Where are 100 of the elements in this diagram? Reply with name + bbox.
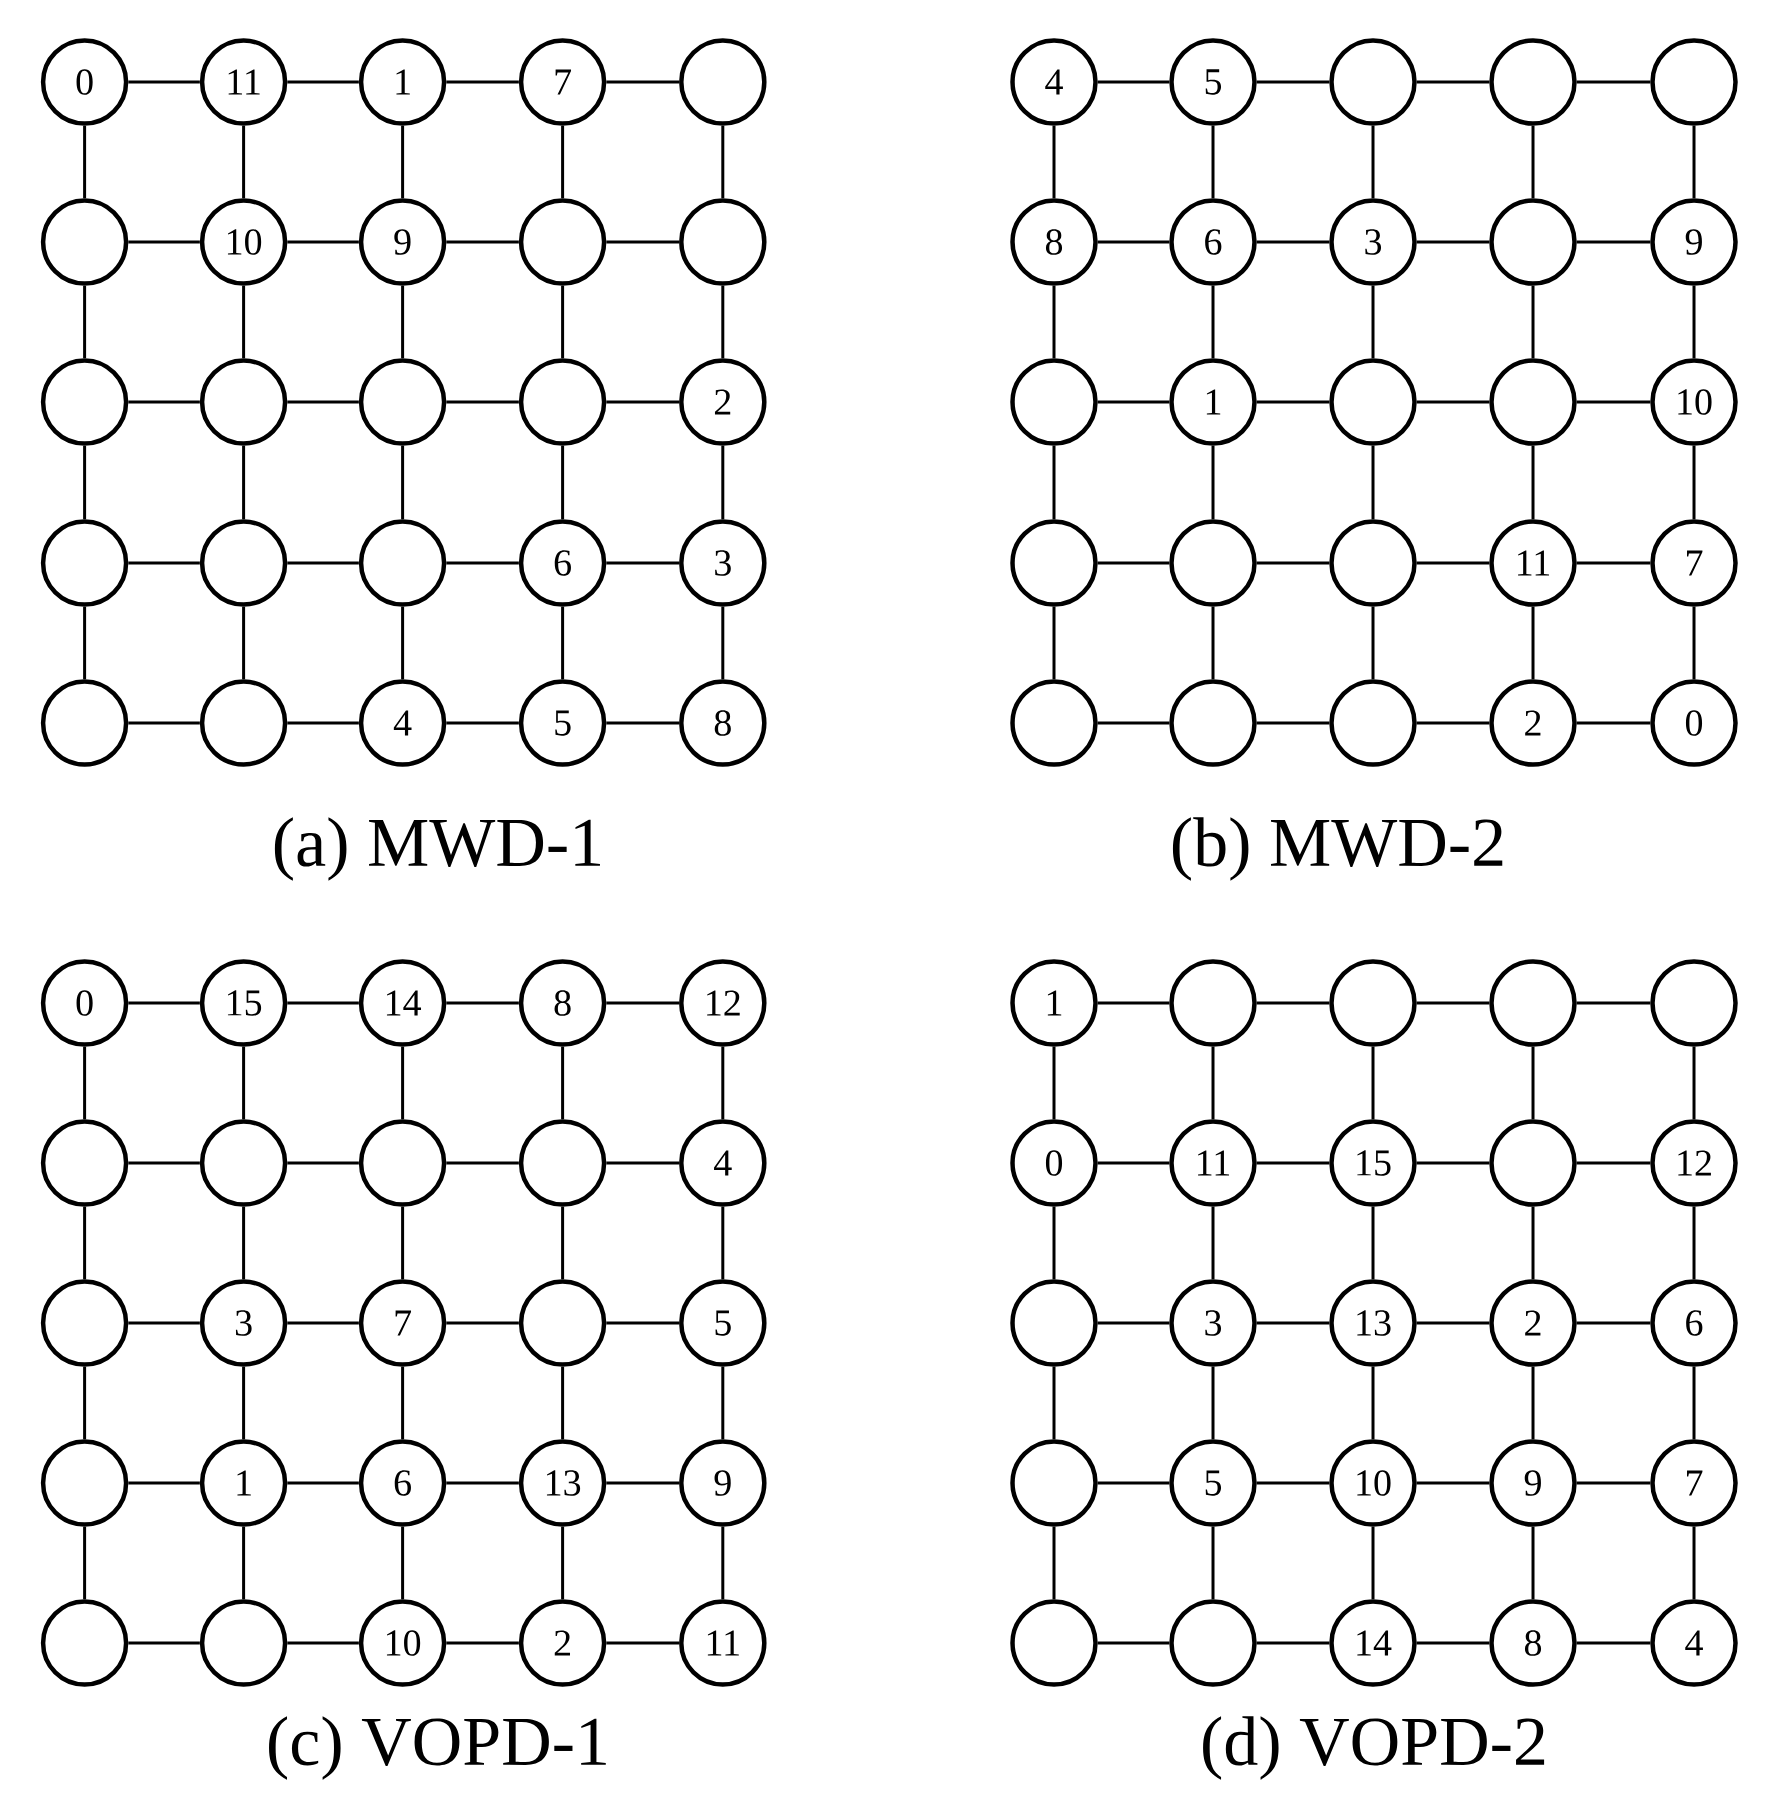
- connector-line: [1211, 285, 1215, 359]
- connector-line: [1256, 1001, 1330, 1005]
- empty-circle: [518, 358, 607, 446]
- connector-line: [1052, 1046, 1056, 1120]
- connector-line: [1416, 1321, 1490, 1325]
- connector-line: [561, 1206, 565, 1280]
- connector-line: [128, 1001, 200, 1005]
- connector-line: [1692, 1206, 1696, 1280]
- empty-circle: [518, 1279, 607, 1367]
- connector-line: [606, 240, 680, 244]
- empty-circle: [199, 1119, 288, 1207]
- empty-circle: [1010, 519, 1098, 607]
- empty-circle: [40, 1279, 129, 1367]
- empty-circle: [40, 1439, 129, 1527]
- empty-circle: [1169, 679, 1257, 767]
- empty-circle: [199, 358, 288, 446]
- connector-line: [1211, 1046, 1215, 1120]
- empty-circle: [40, 358, 129, 446]
- connector-line: [1211, 1366, 1215, 1440]
- connector-line: [1576, 1161, 1651, 1165]
- connector-line: [1692, 606, 1696, 680]
- connector-line: [401, 1206, 405, 1280]
- connector-line: [561, 125, 565, 199]
- connector-line: [1576, 400, 1651, 404]
- connector-line: [721, 1206, 725, 1280]
- connector-line: [1256, 1161, 1330, 1165]
- empty-circle: [1329, 959, 1417, 1047]
- connector-line: [401, 285, 405, 359]
- connector-line: [1097, 1641, 1170, 1645]
- connector-line: [1256, 1321, 1330, 1325]
- connector-line: [446, 1321, 519, 1325]
- connector-line: [1416, 1001, 1490, 1005]
- connector-line: [128, 80, 200, 84]
- empty-circle: [199, 679, 288, 767]
- caption: (c) VOPD-1: [269, 1716, 606, 1780]
- caption: (b) MWD-2: [1172, 817, 1503, 881]
- connector-line: [1256, 400, 1330, 404]
- connector-line: [287, 240, 359, 244]
- connector-line: [446, 1641, 519, 1645]
- connector-line: [1052, 285, 1056, 359]
- connector-line: [83, 1366, 87, 1440]
- connector-line: [1211, 606, 1215, 680]
- empty-circle: [40, 198, 129, 286]
- connector-line: [242, 1046, 246, 1120]
- connector-line: [606, 1321, 680, 1325]
- connector-line: [1576, 240, 1651, 244]
- connector-line: [1692, 125, 1696, 199]
- empty-circle: [1010, 358, 1098, 446]
- connector-line: [1531, 285, 1535, 359]
- connector-line: [1097, 1161, 1170, 1165]
- connector-line: [1576, 721, 1651, 725]
- connector-line: [1097, 1481, 1170, 1485]
- empty-circle: [1489, 959, 1577, 1047]
- connector-line: [721, 285, 725, 359]
- connector-line: [561, 1046, 565, 1120]
- connector-line: [401, 445, 405, 520]
- connector-line: [83, 285, 87, 359]
- connector-line: [242, 1366, 246, 1440]
- connector-line: [606, 400, 680, 404]
- connector-line: [287, 1641, 359, 1645]
- empty-circle: [358, 519, 447, 607]
- connector-line: [721, 445, 725, 520]
- connector-line: [721, 1046, 725, 1120]
- connector-line: [1052, 445, 1056, 520]
- connector-line: [1256, 1641, 1330, 1645]
- connector-line: [721, 1526, 725, 1600]
- connector-line: [606, 721, 680, 725]
- connector-line: [1371, 606, 1375, 680]
- caption: (d) VOPD-2: [1203, 1716, 1545, 1780]
- connector-line: [561, 1526, 565, 1600]
- empty-circle: [1329, 519, 1417, 607]
- connector-line: [287, 721, 359, 725]
- connector-line: [1211, 125, 1215, 199]
- empty-circle: [1489, 1119, 1577, 1207]
- connector-line: [287, 400, 359, 404]
- connector-line: [1256, 1481, 1330, 1485]
- connector-line: [83, 1206, 87, 1280]
- connector-line: [561, 1366, 565, 1440]
- connector-line: [128, 1641, 200, 1645]
- connector-line: [1097, 1321, 1170, 1325]
- connector-line: [83, 1046, 87, 1120]
- connector-line: [1097, 721, 1170, 725]
- connector-line: [1052, 606, 1056, 680]
- empty-circle: [1489, 38, 1577, 126]
- connector-line: [446, 80, 519, 84]
- empty-circle: [518, 1119, 607, 1207]
- connector-line: [561, 285, 565, 359]
- connector-line: [242, 606, 246, 680]
- connector-line: [606, 561, 680, 565]
- connector-line: [287, 1481, 359, 1485]
- connector-line: [128, 561, 200, 565]
- connector-line: [1052, 1526, 1056, 1600]
- connector-line: [401, 125, 405, 199]
- connector-line: [1052, 1206, 1056, 1280]
- connector-line: [287, 1161, 359, 1165]
- connector-line: [446, 1481, 519, 1485]
- connector-line: [1576, 1481, 1651, 1485]
- empty-circle: [40, 1599, 129, 1687]
- connector-line: [401, 606, 405, 680]
- connector-line: [1531, 445, 1535, 520]
